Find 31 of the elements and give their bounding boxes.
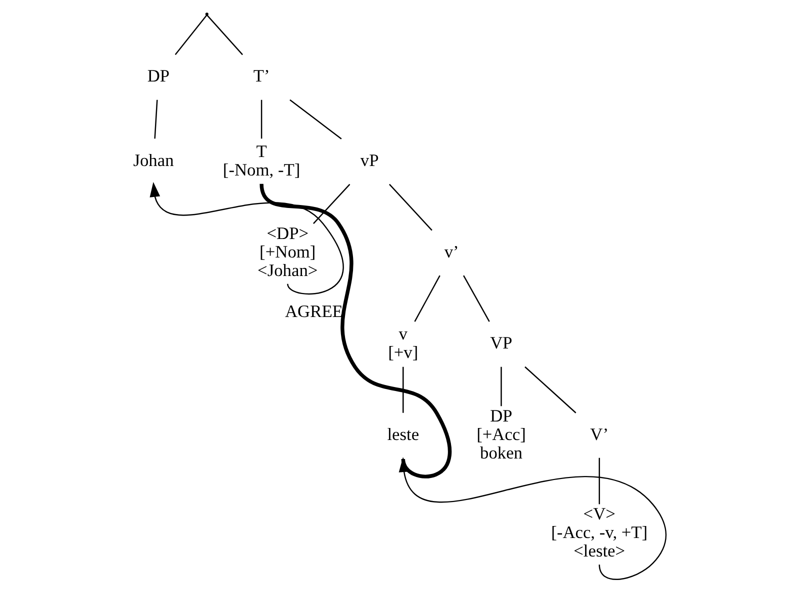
connector [598,458,600,504]
connector [260,100,262,139]
edge-label: AGREE [285,302,343,322]
connector [402,366,404,413]
node-text: T’ [253,66,270,86]
connector [290,99,342,140]
node-text: leste [387,424,420,444]
arrow [398,457,667,580]
connector [524,366,576,414]
connector [154,100,158,139]
node-text: V’ [590,424,609,444]
node-text: Johan [133,151,174,170]
connector [500,366,502,406]
connector [313,184,350,224]
node-text: DP [147,66,170,86]
node-text: v [+v] [388,324,418,362]
node-text: vP [360,151,379,170]
connector [174,14,208,56]
connector [389,184,432,231]
node-text: v’ [444,242,459,262]
connector [463,275,490,322]
node-text: T [-Nom, -T] [222,142,300,180]
connector [260,184,452,478]
node-text: DP [+Acc] boken [476,406,526,463]
node-point [205,12,208,16]
node-text: VP [490,334,512,353]
arrow [150,182,344,295]
connector [414,275,440,322]
connector [206,14,243,56]
node-text: <DP> [+Nom] <Johan> [258,224,318,280]
node-text: <V> [-Acc, -v, +T] <leste> [551,504,648,561]
